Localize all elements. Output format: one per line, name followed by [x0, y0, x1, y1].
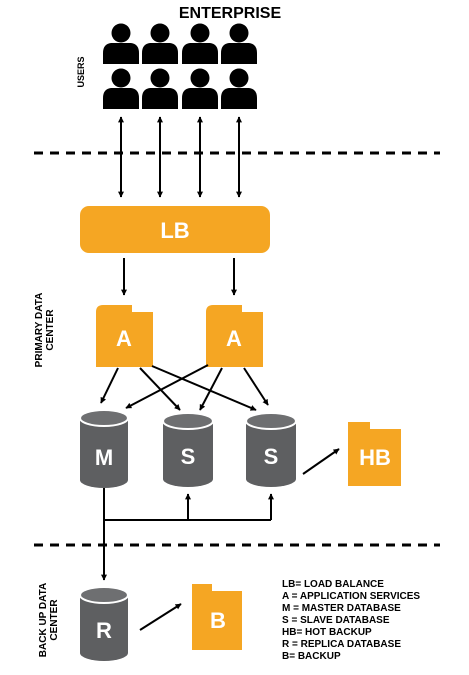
app-server-1-box — [96, 305, 153, 367]
app-server-2-node: A — [206, 305, 263, 367]
hot-backup-node: HB — [348, 422, 401, 486]
master-db-body — [80, 418, 128, 488]
app2-master-arrow — [125, 364, 209, 409]
legend-item: S = SLAVE DATABASE — [282, 615, 390, 626]
slave2-hotbackup-arrow — [302, 448, 340, 475]
legend-item: B= BACKUP — [282, 651, 341, 662]
user-icon — [182, 68, 218, 109]
app-server-1-node: A — [96, 305, 153, 367]
lb-app-links — [121, 258, 237, 296]
user-lb-links — [118, 116, 242, 198]
master-db-top — [79, 409, 129, 427]
app2-slave2-arrow — [243, 367, 269, 406]
diagram-title: ENTERPRISE — [179, 5, 282, 22]
slave-db-2-body — [246, 421, 296, 487]
user-icon — [221, 68, 257, 109]
slave-db-1-top — [162, 412, 214, 430]
backup-box — [192, 584, 242, 650]
backup-label: B — [210, 608, 226, 633]
replica-db-label: R — [96, 618, 112, 643]
replica-db-top — [79, 586, 129, 604]
backup-dc-label-line-1: BACK UP DATA — [38, 583, 49, 657]
legend-item: R = REPLICA DATABASE — [282, 639, 401, 650]
legend-item: LB= LOAD BALANCE — [282, 579, 384, 590]
users-group — [103, 23, 257, 109]
backup-node: B — [192, 584, 242, 650]
legend-item: A = APPLICATION SERVICES — [282, 591, 420, 602]
master-db-label: M — [95, 445, 113, 470]
user-icon — [103, 68, 139, 109]
slave-db-1-node: S — [162, 412, 214, 487]
load-balancer-label: LB — [160, 218, 189, 243]
app-server-1-label: A — [116, 326, 132, 351]
slave-db-2-label: S — [264, 444, 279, 469]
replica-db-node: R — [79, 586, 129, 661]
replica-db-body — [80, 595, 128, 661]
backup-dc-label: BACK UP DATA CENTER — [38, 583, 60, 657]
app1-slave2-arrow — [151, 365, 257, 411]
slave-db-1-body — [163, 421, 213, 487]
replica-backup-arrow — [139, 603, 182, 631]
app1-slave1-arrow — [139, 367, 181, 411]
user-icon — [142, 23, 178, 64]
primary-dc-label: PRIMARY DATA CENTER — [34, 293, 56, 368]
replication-links — [101, 488, 274, 581]
app1-master-arrow — [100, 367, 119, 404]
app2-slave1-arrow — [199, 367, 223, 411]
user-icon — [221, 23, 257, 64]
slave-db-1-label: S — [181, 444, 196, 469]
legend-item: HB= HOT BACKUP — [282, 627, 372, 638]
user-icon — [142, 68, 178, 109]
hot-backup-box — [348, 422, 401, 486]
backup-dc-label-line-2: CENTER — [49, 599, 60, 641]
slave-db-2-node: S — [245, 412, 297, 487]
primary-dc-label-line-1: PRIMARY DATA — [34, 293, 45, 368]
load-balancer-node: LB — [80, 206, 270, 253]
slave-db-2-top — [245, 412, 297, 430]
user-icon — [182, 23, 218, 64]
legend-item: M = MASTER DATABASE — [282, 603, 401, 614]
users-label: USERS — [76, 56, 86, 87]
load-balancer-box — [80, 206, 270, 253]
app-db-links — [100, 364, 269, 411]
hot-backup-label: HB — [359, 445, 391, 470]
user-icon — [103, 23, 139, 64]
primary-dc-label-line-2: CENTER — [45, 309, 56, 351]
app-server-2-box — [206, 305, 263, 367]
app-server-2-label: A — [226, 326, 242, 351]
master-db-node: M — [79, 409, 129, 488]
